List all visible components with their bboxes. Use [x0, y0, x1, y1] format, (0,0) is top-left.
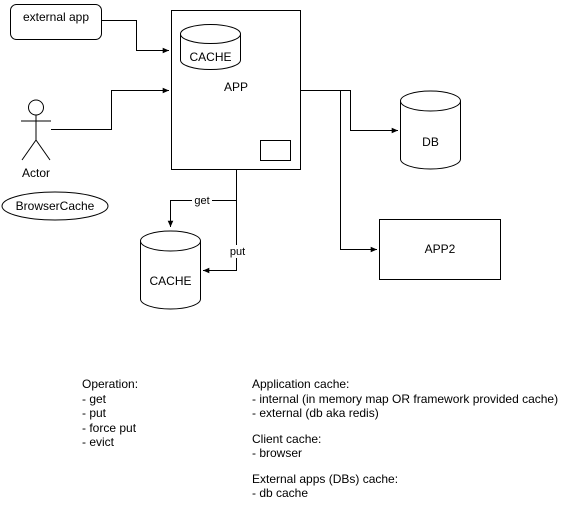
- external-apps-cache-title: External apps (DBs) cache:: [252, 471, 399, 486]
- client-cache-title: Client cache:: [252, 431, 322, 446]
- external-app-label: external app: [23, 10, 89, 24]
- operation-title: Operation:: [82, 377, 139, 391]
- app2-label: APP2: [425, 242, 456, 256]
- app-small-box: [260, 140, 291, 161]
- edge-app-to-app2: [300, 90, 377, 253]
- app-cache-label: CACHE: [189, 50, 231, 64]
- browser-cache-node[interactable]: BrowserCache: [1, 191, 109, 221]
- get-edge-label: get: [194, 195, 209, 207]
- edge-external-app-to-app: [101, 20, 169, 54]
- cache-notes: Application cache: - internal (in memory…: [252, 377, 558, 501]
- app-cache-node[interactable]: CACHE: [180, 24, 241, 70]
- db-label: DB: [422, 135, 439, 149]
- application-cache-item: - external (db aka redis): [252, 406, 379, 420]
- application-cache-title: Application cache:: [252, 377, 350, 391]
- operation-item: - force put: [82, 420, 137, 435]
- cache-node[interactable]: CACHE: [140, 230, 201, 310]
- operation-item: - evict: [82, 435, 115, 449]
- operation-item: - put: [82, 406, 107, 420]
- cache-label: CACHE: [149, 274, 191, 288]
- put-edge-label: put: [230, 246, 245, 258]
- edge-app-to-db: [300, 90, 398, 134]
- actor-label: Actor: [22, 166, 50, 180]
- external-apps-cache-item: - db cache: [252, 486, 309, 500]
- application-cache-item: - internal (in memory map OR framework p…: [252, 391, 559, 406]
- db-node[interactable]: DB: [400, 90, 461, 170]
- app2-node[interactable]: APP2: [379, 219, 501, 280]
- app-label: APP: [224, 80, 248, 94]
- browser-cache-label: BrowserCache: [16, 199, 95, 213]
- edge-actor-to-app: [51, 87, 169, 130]
- external-app-node[interactable]: external app: [10, 4, 102, 40]
- edge-put: [203, 170, 237, 274]
- client-cache-item: - browser: [252, 446, 303, 460]
- actor-node[interactable]: Actor: [21, 99, 51, 180]
- operation-notes: Operation: - get - put - force put - evi…: [82, 377, 138, 450]
- operation-item: - get: [82, 391, 107, 406]
